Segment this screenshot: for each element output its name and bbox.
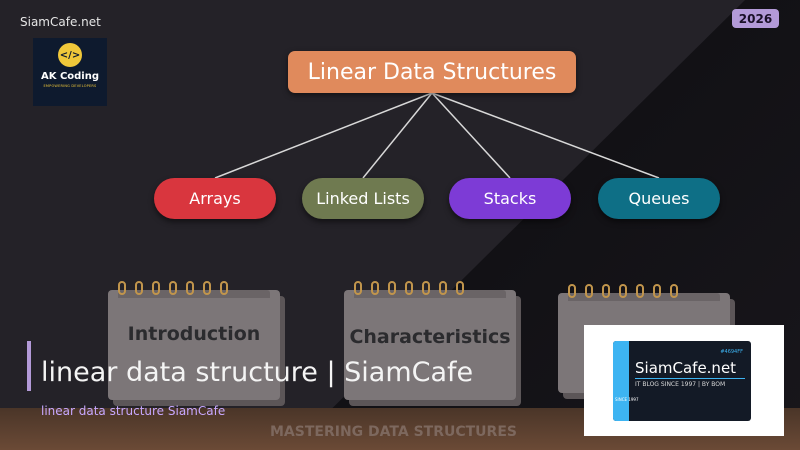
root-node: Linear Data Structures — [288, 51, 576, 93]
year-badge: 2026 — [732, 9, 779, 28]
binder-rings — [354, 281, 464, 295]
siamcafe-promo-card[interactable]: SINCE 1997 #4694FF SiamCafe.net IT BLOG … — [584, 325, 784, 436]
page-subtitle: linear data structure SiamCafe — [41, 404, 226, 418]
ak-coding-logo: </> AK Coding EMPOWERING DEVELOPERS — [33, 38, 107, 106]
node-linked-lists: Linked Lists — [302, 178, 424, 219]
promo-code: #4694FF — [720, 349, 743, 355]
promo-banner: SINCE 1997 #4694FF SiamCafe.net IT BLOG … — [613, 341, 751, 421]
card-introduction: Introduction — [108, 281, 280, 400]
logo-tagline: EMPOWERING DEVELOPERS — [43, 84, 97, 88]
connector-queues — [431, 92, 660, 179]
site-label: SiamCafe.net — [20, 15, 101, 29]
promo-divider — [635, 378, 745, 379]
footer-text: MASTERING DATA STRUCTURES — [270, 424, 517, 440]
connector-arrays — [214, 92, 433, 179]
card-title: Introduction — [127, 323, 261, 345]
promo-stripe — [613, 341, 629, 421]
connector-stacks — [431, 92, 511, 179]
promo-title: SiamCafe.net — [635, 359, 737, 377]
caption-accent-bar — [27, 341, 31, 391]
node-queues: Queues — [598, 178, 720, 219]
logo-name: AK Coding — [40, 71, 100, 82]
binder-rings — [118, 281, 228, 295]
page-title: linear data structure | SiamCafe — [41, 357, 474, 388]
promo-subtitle: IT BLOG SINCE 1997 | BY BOM — [635, 381, 726, 388]
connector-linked-lists — [362, 92, 433, 179]
card-title: Characteristics — [349, 326, 511, 348]
binder-rings — [568, 284, 678, 298]
card-characteristics: Characteristics — [344, 281, 516, 400]
code-icon: </> — [58, 43, 82, 67]
node-stacks: Stacks — [449, 178, 571, 219]
promo-since: SINCE 1997 — [615, 397, 639, 402]
node-arrays: Arrays — [154, 178, 276, 219]
